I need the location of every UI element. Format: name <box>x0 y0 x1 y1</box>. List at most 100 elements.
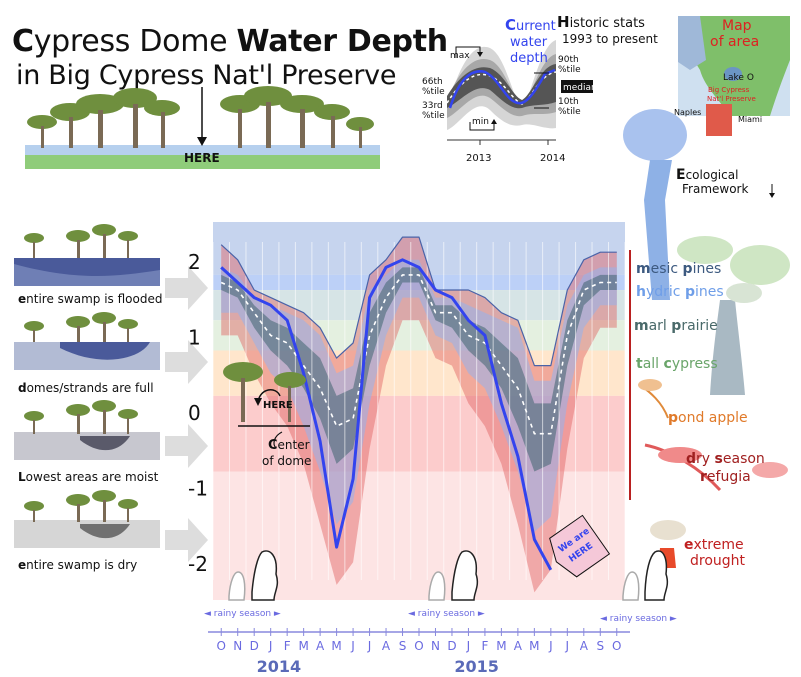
inset-p66-a: 66th <box>422 77 443 87</box>
zone-label-0-part-1: esic <box>651 261 683 277</box>
zone-label-0: mesic pines <box>636 261 721 277</box>
zone-label-5-part-2: s <box>715 451 723 467</box>
zone-label-5-part-0: d <box>686 451 696 467</box>
inset-current-2: water <box>510 35 548 50</box>
condition-label-flooded: entire swamp is flooded <box>18 292 162 306</box>
eco-title-1: Ecological <box>676 167 738 183</box>
zone-label-3-part-0: t <box>636 356 643 372</box>
inset-title: Historic stats <box>557 13 645 31</box>
inset-p90-b: %tile <box>558 65 581 75</box>
y-tick-label-2: 0 <box>188 401 201 425</box>
inset-min-label: min <box>472 117 489 127</box>
zone-label-6-part-1: efugia <box>707 469 751 485</box>
x-tick-label-14: D <box>447 639 456 653</box>
band-max-min <box>221 237 617 593</box>
zone-label-1-part-3: ines <box>695 284 724 300</box>
x-tick-label-1: N <box>233 639 242 653</box>
x-tick-label-23: S <box>596 639 604 653</box>
title-line-2: in Big Cypress Nat'l Preserve <box>16 60 397 91</box>
line-current-water-depth <box>220 258 553 571</box>
month-grid <box>212 242 626 580</box>
zone-label-7: extreme <box>684 537 744 553</box>
zone-label-3-part-2: c <box>664 356 672 372</box>
x-year-label-2015: 2015 <box>454 657 499 676</box>
zone-label-6: refugia <box>700 469 751 485</box>
x-tick-label-12: O <box>414 639 423 653</box>
x-tick-label-15: J <box>466 639 471 653</box>
inset-year-2014: 2014 <box>540 153 565 164</box>
tree-silhouettes <box>228 550 669 601</box>
here-label-header: HERE <box>184 151 220 165</box>
x-tick-label-22: A <box>580 639 589 653</box>
line-max <box>220 236 617 367</box>
x-tick-label-7: M <box>331 639 341 653</box>
x-tick-label-11: S <box>399 639 407 653</box>
zone-label-1: hydric pines <box>636 284 724 300</box>
x-tick-label-5: M <box>298 639 308 653</box>
inset-p33-b: %tile <box>422 111 445 121</box>
panel-dry <box>14 490 160 548</box>
series-lines <box>220 236 617 571</box>
zone-label-1-part-2: p <box>685 284 695 300</box>
zone-label-5-part-1: ry <box>696 451 715 467</box>
line-median <box>220 274 617 435</box>
map-label-naples: Naples <box>674 108 701 117</box>
inset-historic-chart: Historic stats 1993 to present Current w… <box>422 13 658 164</box>
x-tick-label-21: J <box>565 639 570 653</box>
we-are-here-tag: We are HERE <box>549 514 611 578</box>
zone-label-8: drought <box>690 553 746 569</box>
inset-current-3: depth <box>510 51 548 66</box>
x-tick-label-10: A <box>382 639 391 653</box>
inset-p10-b: %tile <box>558 107 581 117</box>
x-tick-label-19: M <box>529 639 539 653</box>
x-tick-label-17: M <box>496 639 506 653</box>
zone-label-1-part-1: ydric <box>646 284 685 300</box>
x-tick-label-16: F <box>481 639 488 653</box>
zone-label-0-part-0: m <box>636 261 651 277</box>
y-tick-label-3: -1 <box>188 477 208 501</box>
y-tick-label-1: 1 <box>188 325 201 349</box>
condition-label-dry: entire swamp is dry <box>18 558 137 572</box>
inset-p10-a: 10th <box>558 97 579 107</box>
zone-label-1-part-0: h <box>636 284 646 300</box>
center-of-dome-marker: HERE Center of dome <box>223 362 311 468</box>
title-line-1: Cypress Dome Water Depth <box>12 24 448 59</box>
zone-label-5: dry season <box>686 451 765 467</box>
x-tick-label-24: O <box>612 639 621 653</box>
zone-label-0-part-3: ines <box>693 261 722 277</box>
zone-label-4: pond apple <box>668 410 748 426</box>
here-label-dome: HERE <box>263 400 293 411</box>
x-tick-label-8: J <box>350 639 355 653</box>
inset-p90-a: 90th <box>558 55 579 65</box>
panel-domes-full <box>14 312 160 370</box>
x-tick-label-13: N <box>431 639 440 653</box>
zone-label-2: marl prairie <box>634 318 718 334</box>
y-tick-label-4: -2 <box>188 552 208 576</box>
x-tick-label-2: D <box>250 639 259 653</box>
ecological-framework: Ecological Framework <box>623 109 790 568</box>
zone-label-4-part-0: p <box>668 410 678 426</box>
y-axis-ticks: 2 1 0 -1 -2 <box>188 250 208 576</box>
zone-label-4-part-1: ond apple <box>678 410 748 426</box>
zone-label-6-part-0: r <box>700 469 707 485</box>
x-year-label-2014: 2014 <box>257 657 302 676</box>
zone-label-3: tall cypress <box>636 356 718 372</box>
center-of-dome-1: Center <box>268 438 310 453</box>
x-tick-label-3: J <box>268 639 273 653</box>
x-tick-label-4: F <box>284 639 291 653</box>
zone-label-5-part-3: eason <box>723 451 765 467</box>
condition-label-domes-full: domes/strands are full <box>18 381 154 395</box>
zone-label-7-part-1: xtreme <box>694 537 744 553</box>
zone-label-8-part-0: drought <box>690 553 746 569</box>
center-of-dome-2: of dome <box>262 454 311 468</box>
rainy-season-labels: ◄ rainy season ► ◄ rainy season ► ◄ rain… <box>204 609 677 624</box>
map-label-preserve: Nat'l Preserve <box>707 95 756 103</box>
rainy-season-3: ◄ rainy season ► <box>600 614 677 624</box>
x-tick-label-0: O <box>217 639 226 653</box>
x-tick-label-18: A <box>514 639 523 653</box>
y-tick-label-0: 2 <box>188 250 201 274</box>
zone-label-2-part-1: arl <box>649 318 672 334</box>
map-label-miami: Miami <box>738 115 762 124</box>
